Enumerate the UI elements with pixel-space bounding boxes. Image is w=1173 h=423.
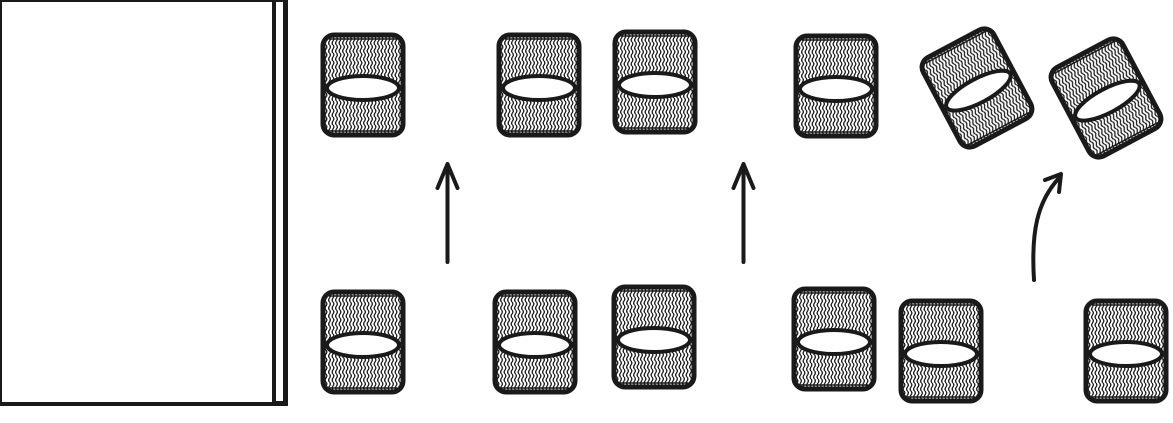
panel-frame	[0, 0, 276, 406]
wheel-3-tire-icon	[320, 289, 406, 395]
wheel-2-tire-icon	[1048, 36, 1164, 160]
panel-2	[320, 32, 582, 395]
wheel-2-tire-icon	[496, 32, 582, 138]
panel-3	[611, 29, 879, 392]
wheel-2-tire-icon	[793, 33, 879, 139]
wheel-3-tire-icon	[898, 298, 984, 404]
direction-arrow-icon	[1031, 172, 1063, 282]
direction-arrow-icon	[435, 162, 460, 264]
direction-arrow-icon	[731, 162, 756, 264]
wheel-3-tire-icon	[611, 284, 697, 390]
panel-4	[898, 26, 1169, 404]
wheel-1-tire-icon	[320, 32, 406, 138]
wheel-4-tire-icon	[791, 286, 877, 392]
wheel-4-tire-icon	[492, 289, 578, 395]
wheel-1-tire-icon	[612, 29, 698, 135]
wheel-1-tire-icon	[919, 26, 1035, 150]
wheel-4-tire-icon	[1083, 298, 1169, 404]
